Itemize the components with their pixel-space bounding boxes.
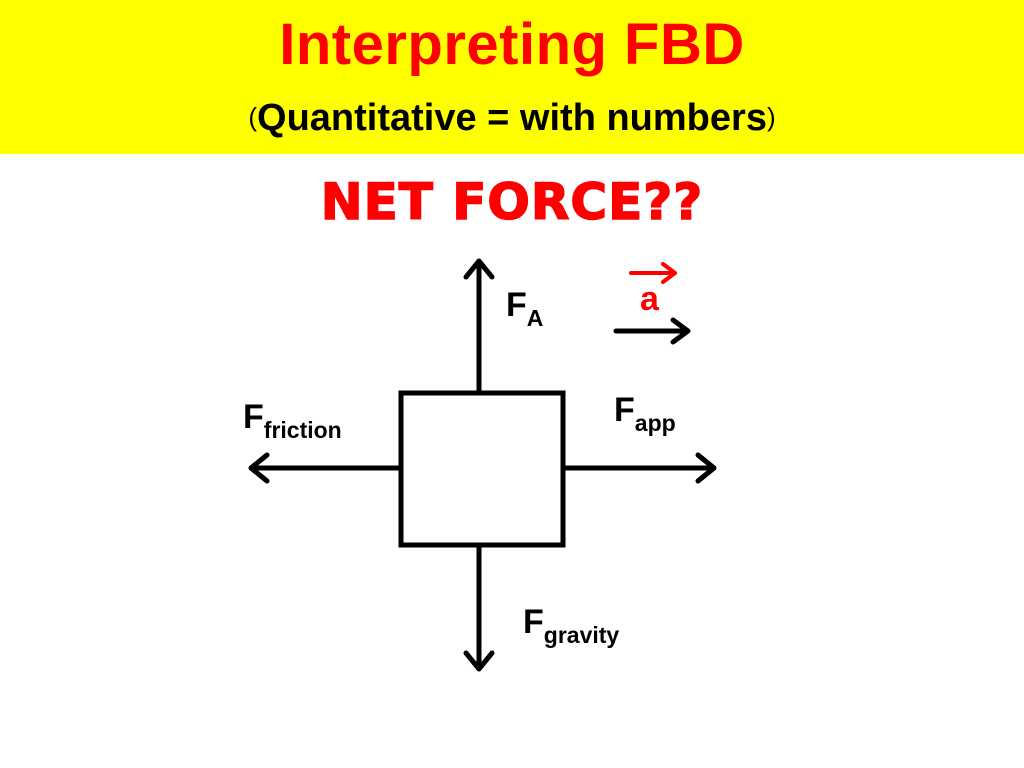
acceleration-direction-arrow xyxy=(613,317,691,345)
force-label-gravity-sub: gravity xyxy=(543,622,620,648)
subtitle-close-paren: ) xyxy=(766,102,776,132)
slide-title: Interpreting FBD xyxy=(279,12,745,77)
slide-subtitle: (Quantitative = with numbers) xyxy=(0,92,1024,143)
force-label-buoyant: FA xyxy=(506,286,543,331)
force-label-friction-main: F xyxy=(243,398,264,436)
force-label-applied-sub: app xyxy=(634,410,676,436)
force-label-applied: Fapp xyxy=(614,391,676,436)
subtitle-text: Quantitative = with numbers xyxy=(257,97,767,139)
acceleration-symbol: a xyxy=(640,280,659,318)
friction-force-arrow xyxy=(248,452,402,484)
force-label-friction-sub: friction xyxy=(263,417,342,443)
buoyant-force-arrow xyxy=(463,258,495,394)
force-label-gravity-main: F xyxy=(523,603,544,641)
gravity-force-arrow xyxy=(463,544,495,672)
object-box xyxy=(398,390,566,548)
net-force-question: NET FORCE?? xyxy=(320,172,704,232)
title-band xyxy=(0,0,1024,154)
force-label-buoyant-sub: A xyxy=(526,305,544,331)
force-label-gravity: Fgravity xyxy=(523,603,619,648)
subtitle-open-paren: ( xyxy=(248,102,258,132)
force-label-friction: Ffriction xyxy=(243,398,342,443)
acceleration-vector-symbol-arrow xyxy=(629,262,677,284)
force-label-applied-main: F xyxy=(614,391,635,429)
force-label-buoyant-main: F xyxy=(506,286,527,324)
applied-force-arrow xyxy=(562,452,717,484)
